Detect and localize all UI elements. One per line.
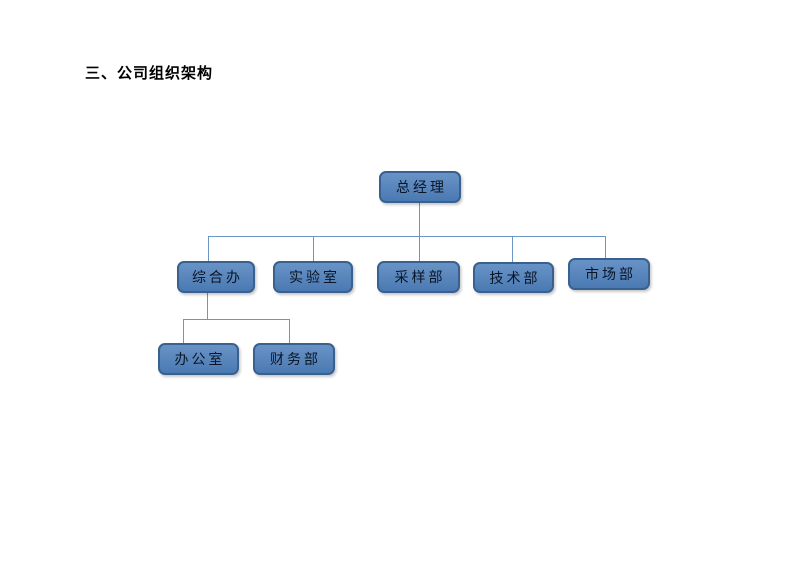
org-node-technical-dept[interactable]: 技术部 [473, 262, 554, 293]
org-node-label: 市场部 [585, 268, 636, 283]
org-node-label: 实验室 [289, 271, 340, 286]
connector-root-down [419, 203, 420, 236]
connector-drop-dept-1 [313, 236, 314, 261]
org-node-general-office[interactable]: 综合办 [177, 261, 255, 293]
org-node-label: 技术部 [489, 271, 541, 287]
connector-level2-rail [208, 236, 606, 237]
connector-dept0-down [207, 293, 208, 319]
org-node-sampling-dept[interactable]: 采样部 [377, 261, 460, 293]
org-node-general-manager[interactable]: 总经理 [379, 171, 461, 203]
org-node-label: 总经理 [396, 181, 447, 196]
section-heading: 三、公司组织架构 [85, 66, 214, 82]
org-node-label: 采样部 [394, 271, 446, 286]
connector-drop-dept-0 [208, 236, 209, 261]
connector-drop-dept-2 [419, 236, 420, 261]
connector-drop-subdept-1 [289, 319, 290, 343]
connector-drop-subdept-0 [183, 319, 184, 343]
connector-level3-rail [183, 319, 290, 320]
org-node-label: 综合办 [192, 271, 243, 286]
connector-drop-dept-3 [512, 236, 513, 262]
org-node-finance-dept[interactable]: 财务部 [253, 343, 335, 375]
org-node-label: 办公室 [174, 353, 226, 368]
org-node-marketing-dept[interactable]: 市场部 [568, 258, 650, 290]
org-node-label: 财务部 [270, 353, 321, 368]
org-node-laboratory[interactable]: 实验室 [273, 261, 353, 293]
connector-drop-dept-4 [605, 236, 606, 258]
org-node-office[interactable]: 办公室 [158, 343, 239, 375]
